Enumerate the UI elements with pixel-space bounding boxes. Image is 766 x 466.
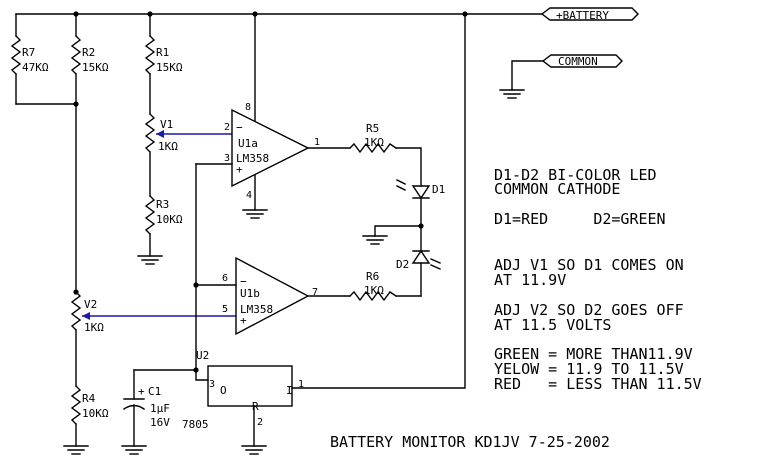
resistor-r4: R4 10KΩ: [63, 385, 109, 455]
common-net-label: COMMON: [558, 55, 598, 68]
r3-value: 10KΩ: [156, 213, 183, 226]
u1a-pin-noninv: 3: [224, 153, 230, 164]
r4-ref: R4: [82, 392, 96, 405]
note-line: ADJ V2 SO D2 GOES OFF: [494, 301, 684, 319]
c1-polarity: +: [138, 385, 145, 398]
note-line: GREEN = MORE THAN11.9V: [494, 345, 693, 363]
note-line: RED = LESS THAN 11.5V: [494, 375, 702, 393]
u1a-pin-out: 1: [314, 137, 320, 148]
c1-value: 1μF: [150, 402, 170, 415]
note-line: ADJ V1 SO D1 COMES ON: [494, 256, 684, 274]
r7-ref: R7: [22, 46, 35, 59]
v1-value: 1KΩ: [158, 140, 178, 153]
u1b-pin-noninv: 5: [222, 304, 228, 315]
resistor-r2: R2 15KΩ: [70, 13, 109, 105]
u1b-pin-inv: 6: [222, 273, 228, 284]
r6-value: 1KΩ: [364, 284, 384, 297]
u1a-part: LM358: [236, 152, 269, 165]
note-line: D1=RED D2=GREEN: [494, 210, 666, 228]
r1-value: 15KΩ: [156, 61, 183, 74]
d1-label: D1: [432, 183, 445, 196]
opamp-u1b: 6 5 7 − + U1b LM358: [195, 256, 318, 336]
resistor-r6: R6 1KΩ: [349, 270, 397, 302]
u1a-pin-inv: 2: [224, 122, 230, 133]
battery-net-label: +BATTERY: [556, 9, 609, 22]
u1b-ref: U1b: [240, 287, 260, 300]
common-net-symbol: COMMON: [499, 54, 623, 99]
svg-text:+: +: [240, 314, 247, 327]
r5-ref: R5: [366, 122, 379, 135]
r1-ref: R1: [156, 46, 169, 59]
svg-text:−: −: [240, 275, 247, 288]
r2-value: 15KΩ: [82, 61, 109, 74]
r3-ref: R3: [156, 198, 169, 211]
resistor-r3: R3 10KΩ: [137, 195, 183, 265]
r4-value: 10KΩ: [82, 407, 109, 420]
battery-rail: +BATTERY: [15, 7, 639, 22]
u2-num-i: 1: [298, 379, 304, 390]
u1b-part: LM358: [240, 303, 273, 316]
potentiometer-v1: V1 1KΩ: [144, 113, 232, 153]
notes: D1-D2 BI-COLOR LED COMMON CATHODE D1=RED…: [494, 166, 702, 393]
capacitor-c1: + C1 1μF 16V: [121, 369, 170, 455]
v2-ref: V2: [84, 298, 97, 311]
r6-ref: R6: [366, 270, 379, 283]
regulator-u2: U2 O R I 3 2 1 7805: [182, 13, 466, 455]
led-d2: D2: [396, 249, 441, 271]
u2-ref: U2: [196, 349, 209, 362]
u2-part: 7805: [182, 418, 209, 431]
note-line: COMMON CATHODE: [494, 180, 620, 198]
u2-pin-r: R: [252, 400, 259, 413]
svg-text:+: +: [236, 163, 243, 176]
u1b-pin-out: 7: [312, 287, 318, 298]
r7-value: 47KΩ: [22, 61, 49, 74]
u1a-ref: U1a: [238, 137, 258, 150]
v2-value: 1KΩ: [84, 321, 104, 334]
resistor-r7: R7 47KΩ: [10, 13, 49, 105]
u2-num-o: 3: [209, 379, 215, 390]
u2-pin-i: I: [286, 384, 293, 397]
opamp-u1a: 8 4 2 3 1 − + U1a LM358: [195, 13, 320, 219]
u1a-pin-vcc: 8: [245, 102, 251, 113]
potentiometer-v2: V2 1KΩ: [70, 289, 236, 334]
note-line: D1-D2 BI-COLOR LED: [494, 166, 657, 184]
svg-text:−: −: [236, 121, 243, 134]
note-line: AT 11.5 VOLTS: [494, 316, 611, 334]
note-line: YELOW = 11.9 TO 11.5V: [494, 360, 684, 378]
d2-label: D2: [396, 258, 409, 271]
v1-ref: V1: [160, 118, 173, 131]
note-line: AT 11.9V: [494, 271, 566, 289]
r2-ref: R2: [82, 46, 95, 59]
resistor-r5: R5 1KΩ: [349, 122, 397, 154]
diagram-title: BATTERY MONITOR KD1JV 7-25-2002: [330, 433, 610, 451]
u2-pin-o: O: [220, 384, 227, 397]
c1-ref: C1: [148, 385, 161, 398]
u2-num-r: 2: [257, 417, 263, 428]
resistor-r1: R1 15KΩ: [144, 13, 183, 115]
r5-value: 1KΩ: [364, 136, 384, 149]
led-d1: D1: [396, 179, 445, 200]
u1a-pin-gnd: 4: [246, 190, 252, 201]
c1-voltage: 16V: [150, 416, 170, 429]
